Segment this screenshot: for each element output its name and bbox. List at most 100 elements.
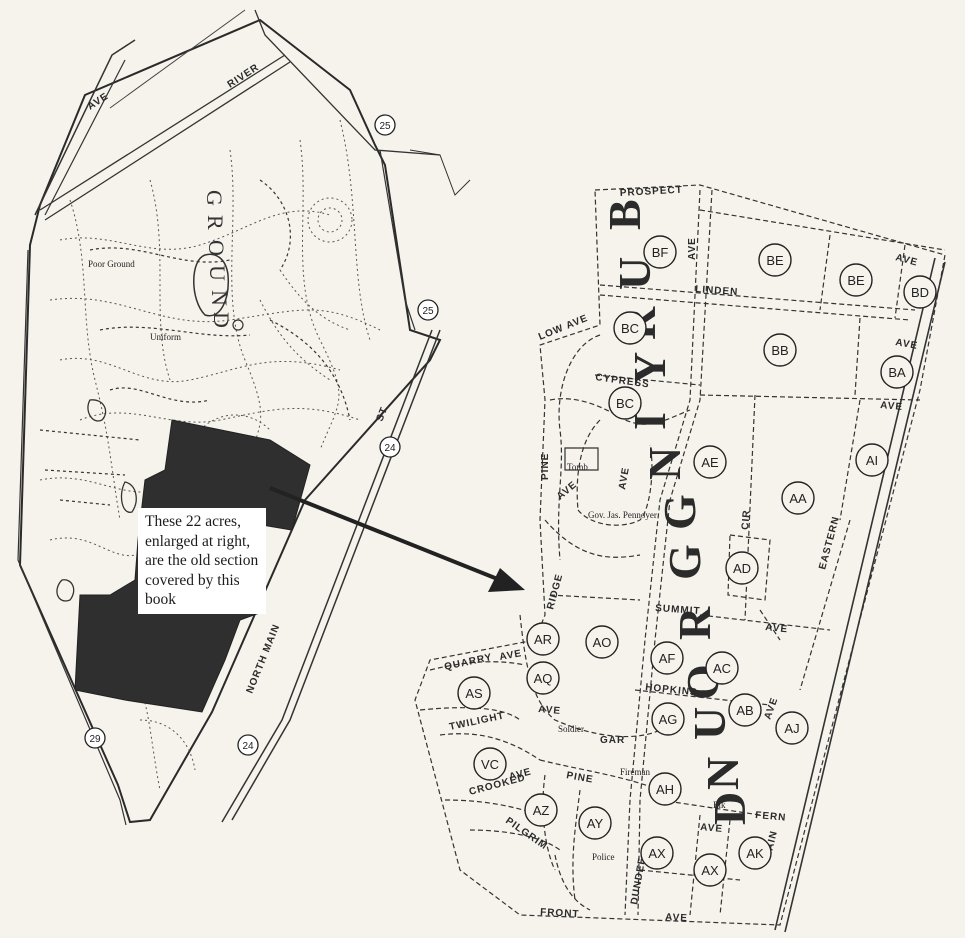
fireman-label: Fireman — [620, 767, 650, 777]
east-road-2 — [409, 149, 471, 196]
section-label: AQ — [534, 671, 553, 686]
route-marker-label: 25 — [379, 121, 391, 132]
section-marker: AC — [705, 651, 739, 685]
section-label: BE — [847, 273, 865, 288]
left-big-letter: D — [209, 312, 234, 334]
section-label: VC — [481, 757, 499, 772]
elk-label: Elk — [713, 800, 726, 810]
right-big-letter: Y — [624, 352, 675, 385]
section-marker: AQ — [526, 661, 560, 695]
section-marker: BA — [880, 355, 914, 389]
linden-label: LINDEN — [695, 284, 739, 298]
ave-row-2 — [699, 394, 921, 401]
section-circle — [775, 711, 809, 745]
section-circle — [758, 243, 792, 277]
low-ave-label: LOW AVE — [537, 313, 590, 343]
section-label: AB — [736, 703, 753, 718]
section-label: BE — [766, 253, 784, 268]
route-marker-label: 24 — [242, 741, 254, 752]
eastern-label: EASTERN — [817, 515, 842, 571]
ave-label-3: AVE — [894, 252, 919, 269]
ave-label-1: AVE — [555, 479, 580, 502]
right-map — [414, 184, 946, 933]
route-marker: 25 — [417, 299, 439, 321]
soldier-label: Soldier — [558, 724, 584, 734]
section-label: AY — [587, 816, 604, 831]
gar-label: GAR — [600, 735, 625, 746]
section-label: AX — [701, 863, 719, 878]
section-circle — [524, 793, 558, 827]
section-circle — [578, 806, 612, 840]
section-label: AS — [465, 686, 483, 701]
section-marker: AJ — [775, 711, 809, 745]
section-circle — [693, 445, 727, 479]
twilight-label: TWILIGHT — [448, 710, 505, 732]
ave-label-12: AVE — [762, 696, 780, 721]
west-road — [17, 249, 127, 826]
section-label: AJ — [784, 721, 799, 736]
section-marker: BD — [903, 275, 937, 309]
section-marker: AG — [651, 702, 685, 736]
section-circle — [725, 551, 759, 585]
center-avenue — [624, 189, 701, 916]
right-big-letter: U — [684, 707, 735, 740]
poor-ground-label: Poor Ground — [88, 259, 135, 269]
ave-label-4: AVE — [894, 337, 918, 352]
right-big-letter: G — [659, 544, 710, 580]
north-main-street — [231, 329, 441, 821]
section-marker: BC — [613, 311, 647, 345]
section-marker: AK — [738, 836, 772, 870]
route-marker: 24 — [379, 436, 401, 458]
section-label: AH — [656, 782, 674, 797]
section-circle — [585, 625, 619, 659]
section-label: AC — [713, 661, 731, 676]
left-big-letter: G — [202, 190, 227, 212]
section-circle — [839, 263, 873, 297]
section-label: AK — [746, 846, 764, 861]
linden-street-2 — [599, 294, 911, 321]
section-circle — [526, 661, 560, 695]
section-circle — [693, 853, 727, 887]
right-big-letter: D — [704, 792, 755, 825]
east-road — [379, 149, 416, 331]
section-circle — [855, 443, 889, 477]
section-circle — [643, 235, 677, 269]
section-label: AG — [659, 712, 678, 727]
route-markers: 25 25 24 29 24 — [84, 114, 439, 756]
left-map-outline — [18, 18, 442, 824]
section-label: BC — [621, 321, 639, 336]
ridge-label: RIDGE — [545, 573, 565, 611]
right-big-letter: R — [669, 606, 720, 640]
circle-label: CIR — [740, 509, 753, 530]
route-marker-label: 24 — [384, 443, 396, 454]
small-pond-2 — [56, 579, 75, 602]
center-avenue-2 — [637, 189, 713, 916]
section-marker: AF — [650, 641, 684, 675]
section-label: BC — [616, 396, 634, 411]
tomb-label: Tomb — [567, 462, 588, 472]
route-marker-label: 29 — [89, 734, 101, 745]
section-label: AR — [534, 632, 552, 647]
ave-label-13: AVE — [665, 912, 688, 924]
left-map: RIVER AVE NORTH MAIN ST Poor Ground Unif… — [17, 9, 471, 826]
ave-label-2: AVE — [687, 237, 698, 260]
section-circle — [613, 311, 647, 345]
section-circle — [473, 747, 507, 781]
section-marker: BB — [763, 333, 797, 367]
section-label: AF — [659, 651, 676, 666]
small-pond — [87, 399, 107, 422]
summit-label: SUMMIT — [655, 603, 701, 617]
right-map-outline — [414, 184, 946, 926]
section-markers: BFBEBEBDBCBBBABCAEAAAIADAOARAQAFACASAGAB… — [457, 235, 937, 887]
pond — [193, 253, 229, 317]
section-marker: BE — [839, 263, 873, 297]
section-marker: AO — [585, 625, 619, 659]
upper-road — [109, 9, 246, 109]
linden-street — [599, 284, 916, 311]
left-big-letter: R — [203, 215, 228, 236]
tomb-box — [564, 447, 599, 471]
rail-line-top — [34, 39, 136, 216]
ave-label-7: AVE — [765, 622, 789, 635]
section-circle — [457, 676, 491, 710]
